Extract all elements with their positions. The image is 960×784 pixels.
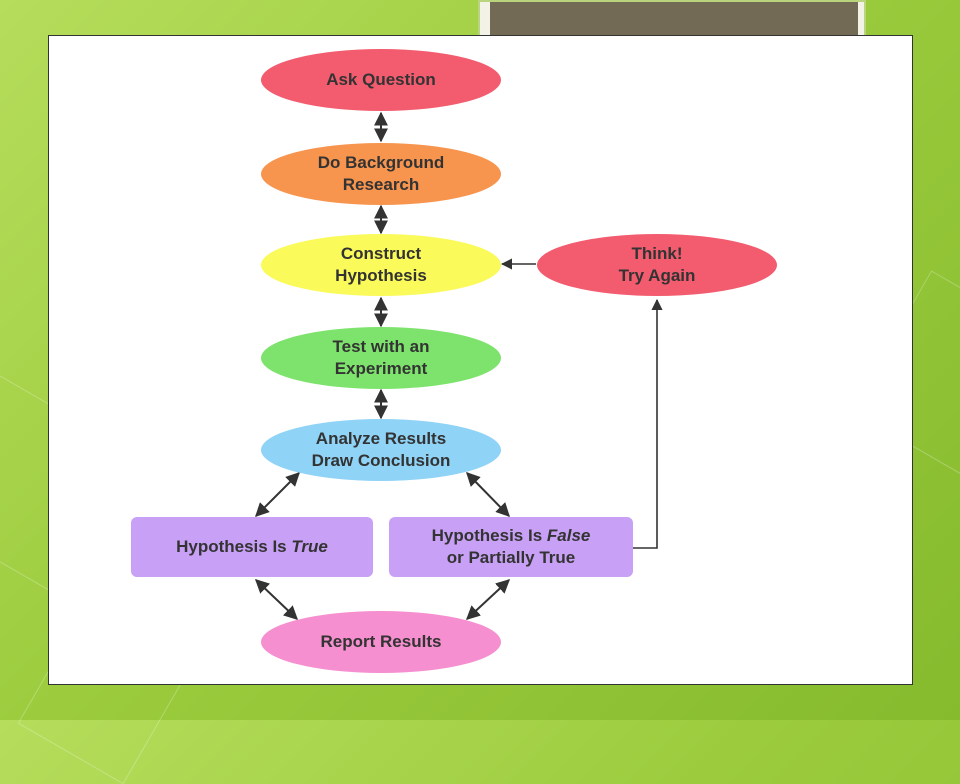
- background-research-node: Do Background Research: [261, 143, 501, 205]
- hypothesis-true-prefix: Hypothesis Is: [176, 537, 292, 556]
- hypothesis-false-emphasis: False: [546, 526, 591, 545]
- ask-question-label: Ask Question: [326, 70, 436, 89]
- construct-hypothesis-node: Construct Hypothesis: [261, 234, 501, 296]
- arrow-true-report: [254, 579, 299, 620]
- ask-question-node: Ask Question: [261, 49, 501, 111]
- think-try-again-label: Think! Try Again: [618, 244, 696, 285]
- analyze-results-node: Analyze Results Draw Conclusion: [261, 419, 501, 481]
- arrow-false-report: [465, 579, 511, 620]
- test-experiment-label: Test with an Experiment: [332, 337, 430, 378]
- hypothesis-false-suffix: or Partially True: [446, 548, 576, 567]
- report-results-label: Report Results: [320, 632, 442, 651]
- hypothesis-false-label: Hypothesis Is False or Partially True: [432, 525, 591, 569]
- slide-content: Ask Question Do Background Research Cons…: [48, 35, 913, 685]
- connector-layer: [254, 111, 663, 620]
- think-try-again-node: Think! Try Again: [537, 234, 777, 296]
- analyze-results-label: Analyze Results Draw Conclusion: [311, 429, 451, 470]
- hypothesis-true-emphasis: True: [291, 537, 328, 556]
- hypothesis-true-label: Hypothesis Is True: [176, 536, 328, 558]
- arrow-analyze-true: [255, 472, 300, 517]
- construct-hypothesis-label: Construct Hypothesis: [335, 244, 427, 285]
- arrow-false-think: [633, 298, 663, 549]
- arrow-analyze-false: [466, 471, 510, 518]
- hypothesis-true-node: Hypothesis Is True: [131, 517, 373, 577]
- background-research-label: Do Background Research: [317, 153, 445, 194]
- hypothesis-false-prefix: Hypothesis Is: [431, 526, 547, 545]
- test-experiment-node: Test with an Experiment: [261, 327, 501, 389]
- hypothesis-false-node: Hypothesis Is False or Partially True: [389, 517, 633, 577]
- report-results-node: Report Results: [261, 611, 501, 673]
